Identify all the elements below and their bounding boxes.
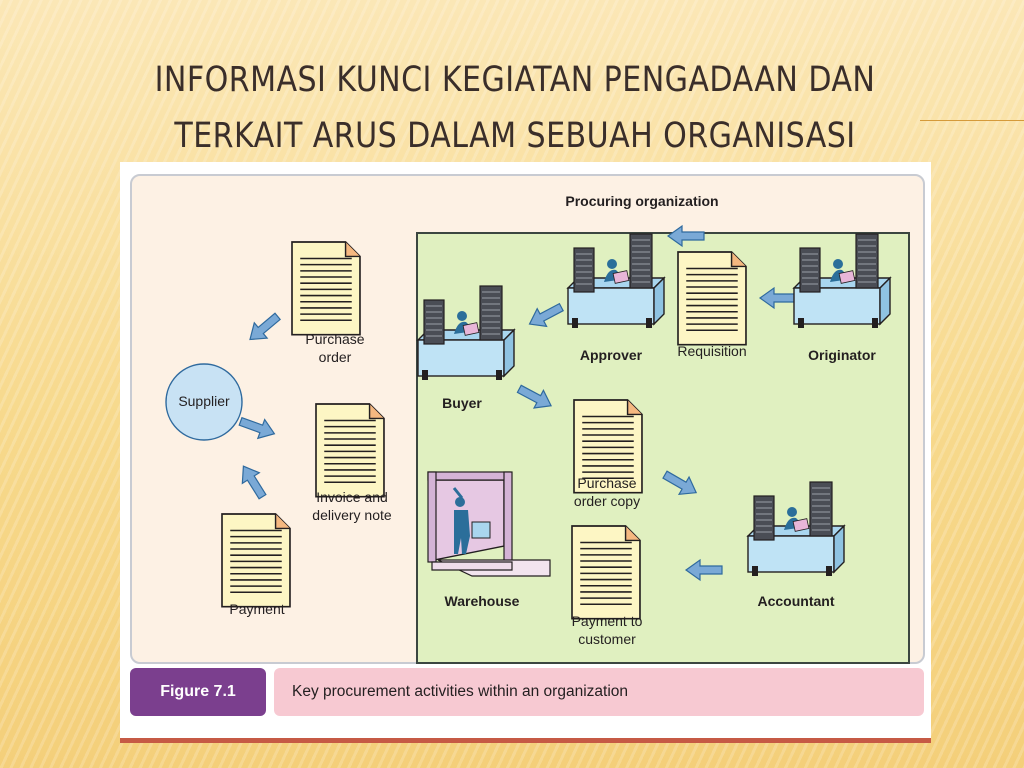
arrow-to-approver (667, 225, 705, 247)
buyer-workstation (417, 285, 515, 381)
slide-title-line-1: INFORMASI KUNCI KEGIATAN PENGADAAN DAN (154, 60, 876, 100)
procuring-organization-label: Procuring organization (565, 193, 719, 209)
payment-to-customer-label: Payment to customer (571, 613, 643, 647)
accountant-label: Accountant (757, 593, 835, 609)
warehouse-label: Warehouse (444, 593, 520, 609)
purchase-order-label: Purchase order (305, 331, 365, 365)
figure-caption-text: Key procurement activities within an org… (274, 668, 924, 716)
arrow-approver-to-buyer (524, 297, 567, 334)
arrow-po-copy-to-accountant (659, 465, 702, 502)
approver-workstation (567, 233, 665, 329)
supplier-node (165, 363, 243, 441)
warehouse-illustration (427, 471, 551, 577)
slide-title: INFORMASI KUNCI KEGIATAN PENGADAAN DAN T… (107, 52, 924, 164)
arrow-to-invoice (236, 411, 279, 444)
slide-title-line-2: TERKAIT ARUS DALAM SEBUAH ORGANISASI (174, 116, 856, 156)
purchase-order-document (291, 241, 361, 336)
payment-label: Payment (229, 601, 285, 617)
figure-panel: Procuring organization (130, 174, 925, 664)
requisition-label: Requisition (677, 343, 747, 359)
originator-label: Originator (808, 347, 876, 363)
invoice-delivery-label: Invoice and delivery note (312, 489, 392, 523)
buyer-label: Buyer (442, 395, 482, 411)
figure-bottom-bar (120, 738, 931, 743)
originator-workstation (793, 233, 891, 329)
arrow-requisition-to-approver (759, 287, 797, 309)
po-copy-label: Purchase order copy (573, 475, 641, 509)
payment-to-customer-document (571, 525, 641, 620)
requisition-document (677, 251, 747, 346)
accountant-workstation (747, 481, 845, 577)
figure-number-tag: Figure 7.1 (130, 668, 266, 716)
diagram-artwork (165, 225, 891, 620)
supplier-label: Supplier (178, 393, 230, 409)
arrow-payment-to-supplier (234, 460, 272, 503)
title-rule (920, 120, 1024, 121)
procurement-figure: Procuring organization (120, 162, 931, 742)
arrow-buyer-to-po-copy (514, 379, 557, 416)
arrow-accountant-to-payment (685, 559, 723, 581)
invoice-delivery-document (315, 403, 385, 498)
approver-label: Approver (579, 347, 643, 363)
payment-document (221, 513, 291, 608)
arrow-to-supplier (242, 308, 285, 348)
figure-caption: Figure 7.1 Key procurement activities wi… (130, 668, 925, 716)
